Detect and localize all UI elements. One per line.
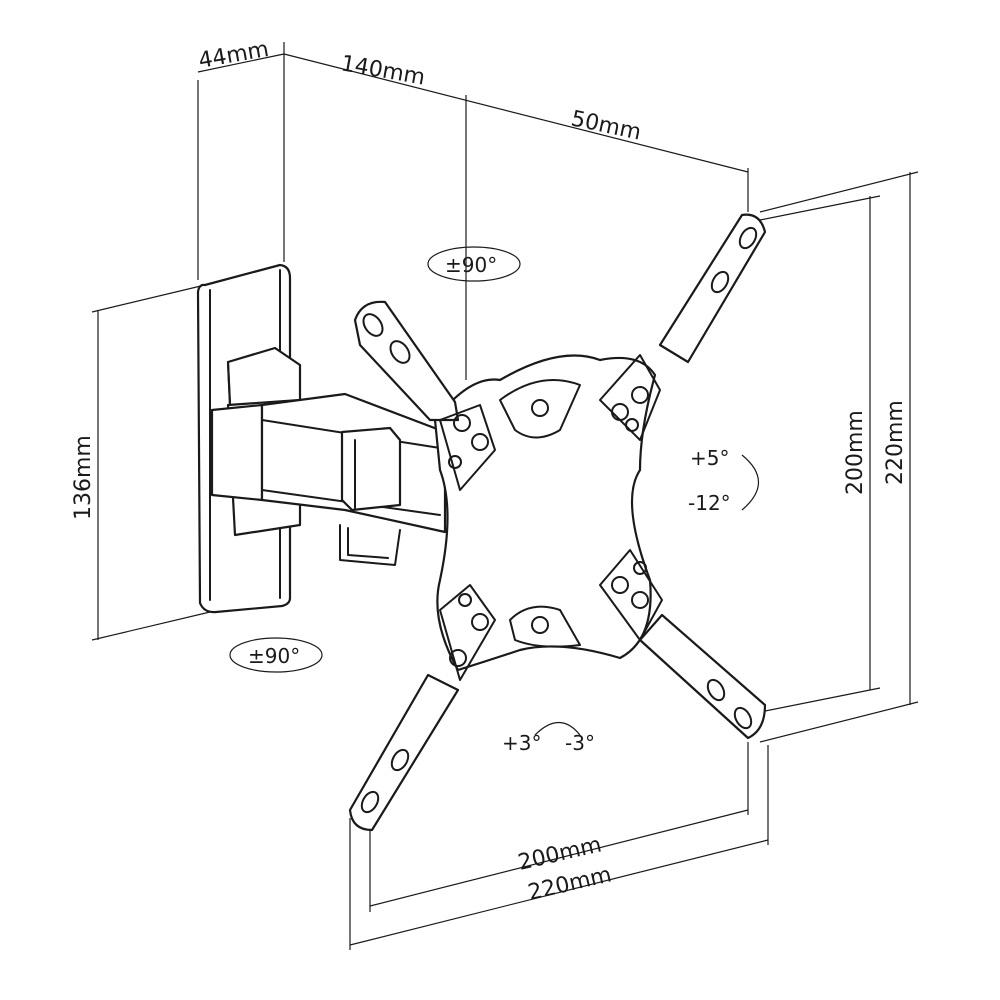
angle-arm-swivel: ±90° [445,253,497,277]
angle-tilt-down: -12° [688,491,731,515]
angle-rotation-left: +3° [502,731,541,755]
swing-arm [210,346,447,566]
dim-140mm: 140mm [339,51,427,90]
angle-tilt-up: +5° [690,446,729,470]
angle-rotation-right: -3° [565,731,595,755]
screws [448,386,649,667]
dim-44mm: 44mm [197,37,271,74]
dim-50mm: 50mm [569,106,644,145]
rotation-arrows [229,246,759,736]
dimension-lines [91,42,919,950]
angle-wall-swivel: ±90° [248,644,300,668]
dim-220mm-vertical: 220mm [883,400,908,485]
dim-136mm: 136mm [71,435,96,520]
vesa-bracket [348,213,767,832]
angle-labels: ±90° ±90° +5° -12° +3° -3° [248,253,731,755]
dim-200mm-vertical: 200mm [843,410,868,495]
